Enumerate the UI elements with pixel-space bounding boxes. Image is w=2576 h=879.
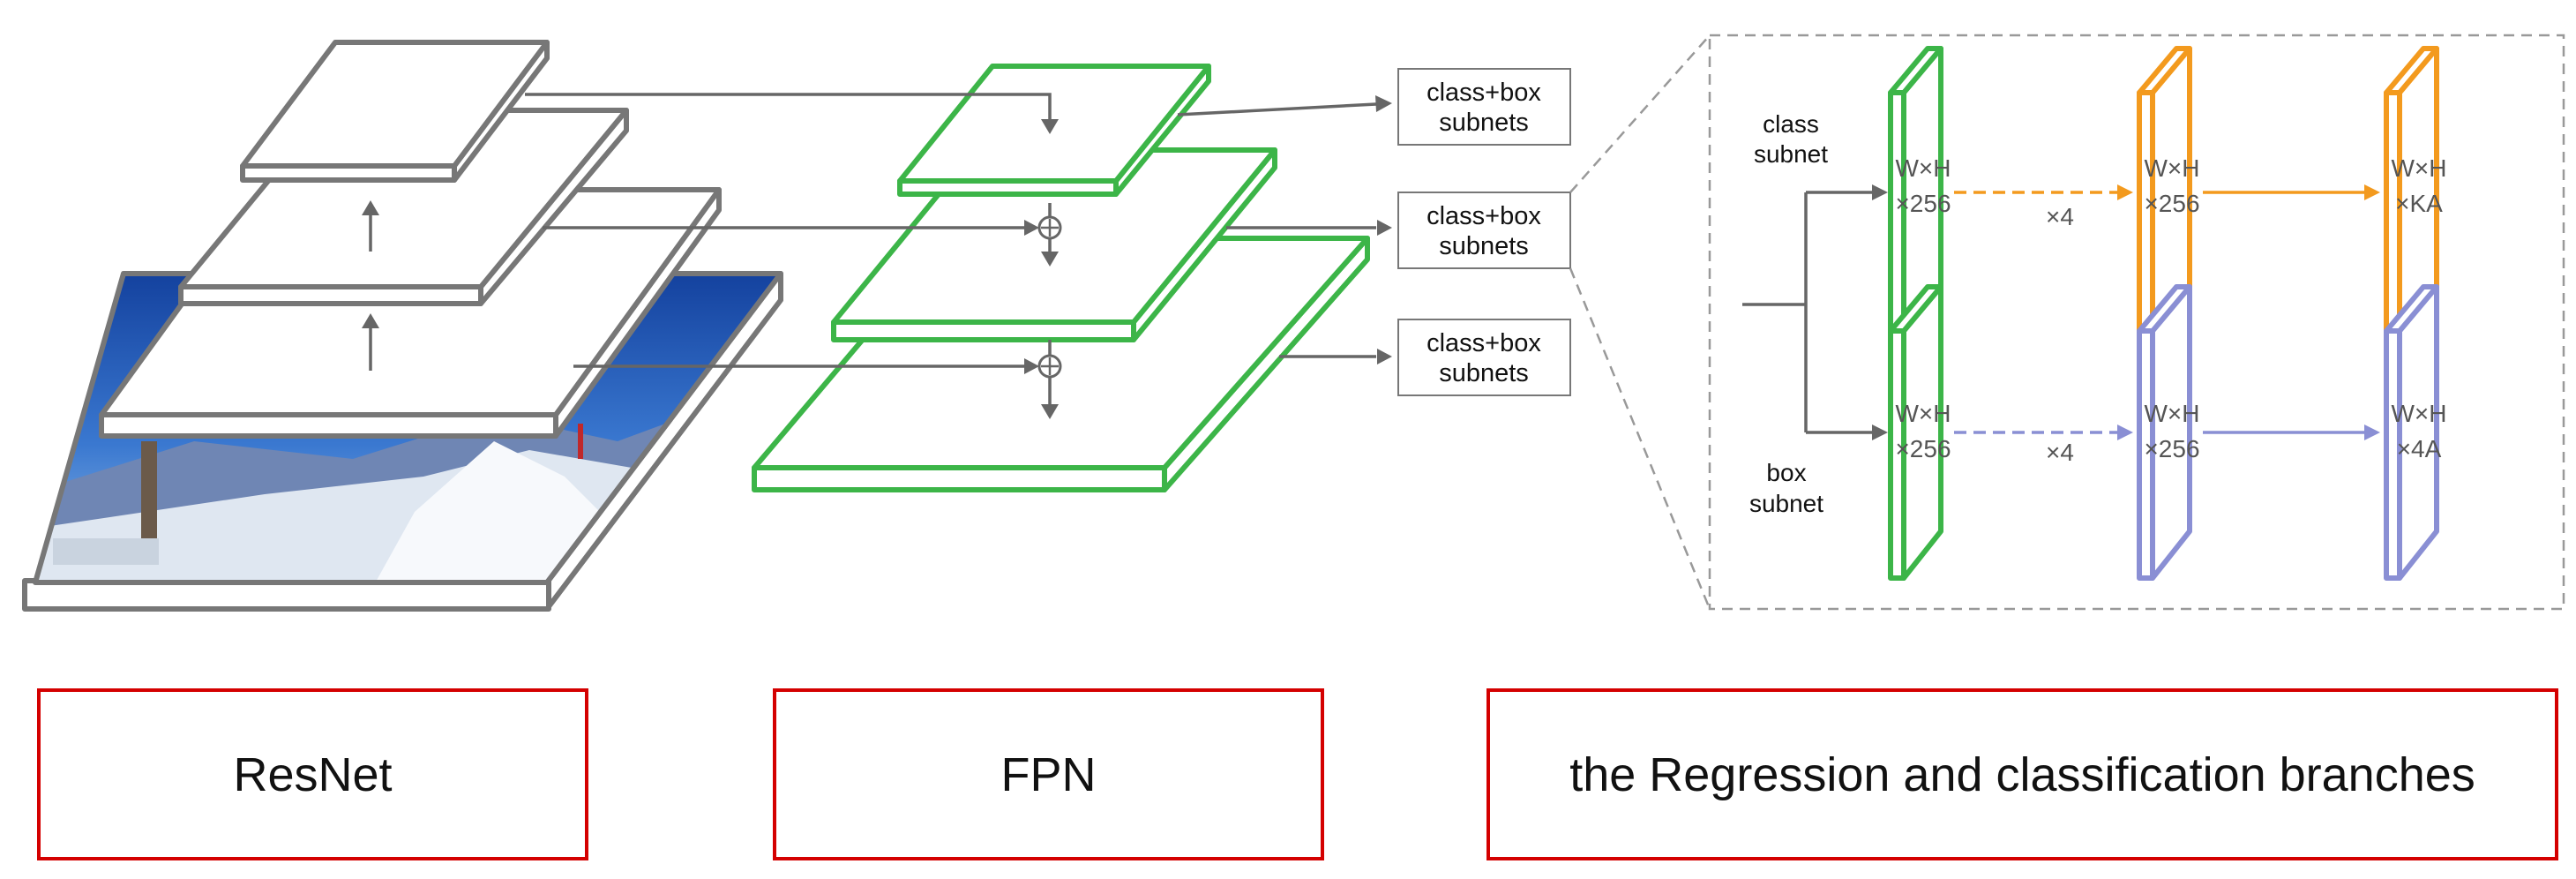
box-subnet-label: box — [1766, 459, 1806, 486]
repeat-label: ×4 — [2046, 203, 2074, 230]
head-detail-panel: class subnet box subnet W×H ×256 ×4 W×H … — [1708, 34, 2565, 611]
subnet-box-label: subnets — [1439, 232, 1529, 260]
box-output-shape-label: ×4A — [2397, 435, 2442, 462]
subnet-box: class+box subnets — [1397, 319, 1571, 396]
class-output-shape-label: W×H — [2392, 154, 2447, 182]
subnet-box-label: subnets — [1439, 359, 1529, 387]
box-conv-block: W×H ×256 — [1888, 284, 1951, 581]
conv-shape-label: ×256 — [2144, 190, 2199, 217]
resnet-backbone — [22, 40, 783, 612]
subnet-box-label: subnets — [1439, 109, 1529, 137]
lateral-connection-c3 — [573, 358, 1039, 374]
subnet-box: class+box subnets — [1397, 192, 1571, 269]
box-conv-stack: W×H ×256 — [2137, 284, 2200, 581]
caption-branches-label: the Regression and classification branch… — [1569, 748, 2475, 801]
repeat-label: ×4 — [2046, 439, 2074, 466]
bottom-up-arrow — [362, 313, 379, 371]
class-subnet-label: class — [1763, 110, 1819, 138]
box-subnet-label: subnet — [1749, 490, 1823, 517]
add-node-icon — [1037, 215, 1062, 240]
conv-shape-label: ×256 — [2144, 435, 2199, 462]
lateral-connection-c5 — [525, 93, 1059, 134]
class-output-block: W×H ×KA — [2384, 46, 2447, 340]
fpn-pyramid — [752, 64, 1370, 492]
fpn-to-subnet-arrow — [1177, 95, 1392, 116]
conv-shape-label: ×256 — [1895, 435, 1951, 462]
lateral-connection-c4 — [543, 220, 1039, 236]
conv-shape-label: W×H — [1896, 154, 1951, 182]
fpn-to-subnet-arrow — [1279, 349, 1392, 364]
zoom-lines — [1569, 34, 1711, 610]
class-conv-stack: W×H ×256 — [2137, 46, 2200, 340]
caption-fpn: FPN — [773, 688, 1324, 860]
resnet-layer-c5 — [240, 40, 550, 183]
conv-shape-label: ×256 — [1895, 190, 1951, 217]
conv-shape-label: W×H — [2145, 400, 2200, 427]
subnet-box-label: class+box — [1427, 329, 1541, 357]
conv-shape-label: W×H — [1896, 400, 1951, 427]
caption-resnet: ResNet — [37, 688, 588, 860]
class-output-shape-label: ×KA — [2395, 190, 2443, 217]
fpn-to-subnet-arrow — [1226, 220, 1392, 236]
subnet-box: class+box subnets — [1397, 68, 1571, 146]
box-output-shape-label: W×H — [2392, 400, 2447, 427]
bottom-up-arrow — [362, 200, 379, 252]
caption-fpn-label: FPN — [1000, 748, 1097, 801]
box-output-block: W×H ×4A — [2384, 284, 2447, 581]
class-conv-block: W×H ×256 — [1888, 46, 1951, 340]
top-down-pathway — [1041, 203, 1059, 419]
add-node-icon — [1037, 354, 1062, 379]
caption-resnet-label: ResNet — [233, 748, 393, 801]
subnet-box-label: class+box — [1427, 79, 1541, 107]
conv-shape-label: W×H — [2145, 154, 2200, 182]
caption-branches: the Regression and classification branch… — [1486, 688, 2558, 860]
class-subnet-label: subnet — [1754, 140, 1828, 168]
subnet-box-label: class+box — [1427, 202, 1541, 230]
